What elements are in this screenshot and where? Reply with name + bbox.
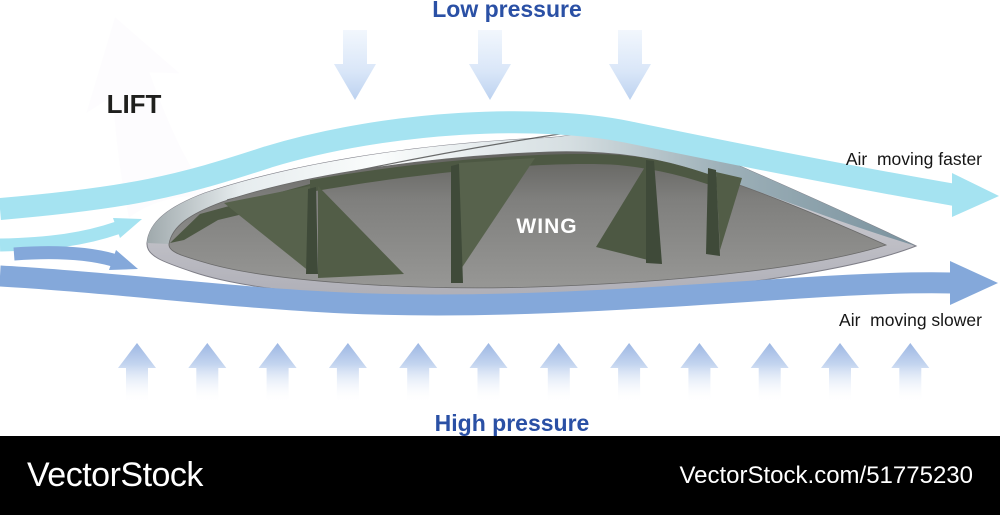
wing-rib-triangle: [318, 186, 404, 278]
wing-spar: [706, 168, 720, 256]
fast-stream-path: [0, 111, 957, 220]
wing-rib-triangle: [596, 162, 648, 260]
down-arrows-group: [334, 30, 651, 100]
up-arrow: [118, 343, 156, 403]
incoming-upper-arrow: [0, 218, 142, 252]
wing-rib-triangle: [459, 158, 535, 272]
wing-cross-section: WING: [146, 126, 918, 301]
up-arrow: [328, 343, 367, 403]
incoming-lower-arrow: [13, 246, 138, 270]
up-arrow: [750, 343, 789, 403]
incoming-upper-arrowhead: [113, 218, 142, 238]
down-arrow: [609, 30, 651, 100]
incoming-lower-arrow-path: [13, 246, 115, 267]
slow-air-stream: [0, 261, 998, 316]
lift-label: LIFT: [107, 89, 162, 119]
up-arrow: [610, 343, 649, 403]
watermark-url: VectorStock.com/51775230: [679, 461, 973, 489]
up-arrow: [680, 343, 719, 403]
incoming-upper-arrow-path: [0, 221, 120, 252]
wing-label: WING: [516, 215, 577, 238]
up-arrow: [469, 343, 508, 403]
watermark-footer: VectorStock VectorStock.com/51775230: [0, 436, 1000, 515]
down-arrow: [334, 30, 376, 100]
air-moving-slower-label: Air moving slower: [839, 310, 982, 330]
high-pressure-label: High pressure: [435, 410, 590, 436]
slow-stream-path: [0, 265, 954, 316]
wing-spar: [451, 164, 463, 283]
slow-stream-arrowhead: [950, 261, 998, 305]
wing-top-surface: [147, 126, 916, 246]
up-arrow: [891, 343, 930, 403]
wing-rib-top-band: [310, 154, 738, 193]
vectorstock-logo: VectorStock: [27, 456, 203, 494]
lift-arrow-body: [86, 17, 211, 218]
diagram-canvas: LIFT WING: [0, 0, 999, 436]
fast-stream-arrowhead: [952, 173, 999, 217]
up-arrow: [539, 343, 578, 403]
up-arrow: [821, 343, 859, 403]
lift-arrow: [86, 17, 211, 218]
up-arrow: [188, 343, 227, 403]
wing-rib-triangle: [716, 172, 742, 250]
low-pressure-label: Low pressure: [432, 0, 582, 22]
down-arrow: [469, 30, 511, 100]
up-arrow: [399, 343, 438, 403]
wing-spar: [646, 160, 662, 264]
up-arrows-group: [118, 343, 930, 403]
wing-spar: [306, 187, 318, 274]
incoming-lower-arrowhead: [109, 250, 138, 270]
fast-air-stream: [0, 111, 999, 220]
wing-rib-triangle: [224, 186, 310, 272]
air-moving-faster-label: Air moving faster: [846, 149, 982, 169]
up-arrow: [258, 343, 297, 403]
